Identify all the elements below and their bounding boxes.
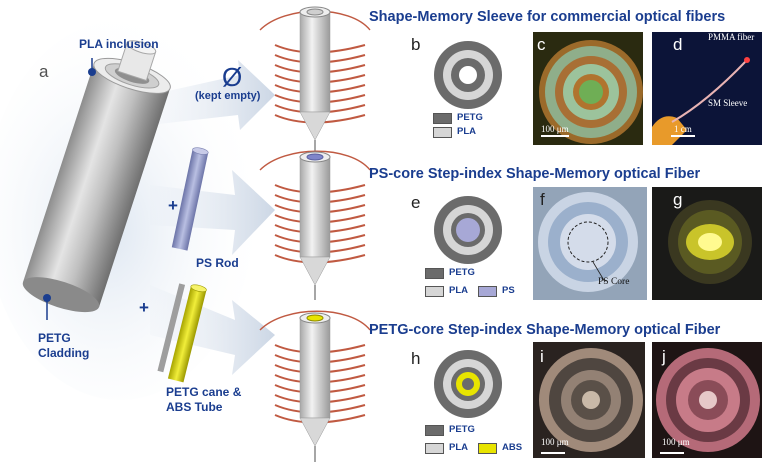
cross-section-b bbox=[434, 41, 502, 109]
panel-j-letter: j bbox=[662, 347, 666, 366]
panel-h-letter: h bbox=[411, 349, 421, 368]
legend-b-petg-swatch bbox=[433, 113, 452, 124]
legend-h-pla: PLA bbox=[449, 442, 468, 453]
panel-f-letter: f bbox=[540, 190, 545, 209]
panel-e-letter: e bbox=[411, 193, 421, 212]
photo-f bbox=[533, 187, 647, 300]
empty-caption: (kept empty) bbox=[195, 90, 261, 102]
row3-title: PETG-core Step-index Shape-Memory optica… bbox=[369, 322, 721, 338]
preform-illustration bbox=[0, 20, 275, 400]
panel-b-letter: b bbox=[411, 35, 421, 54]
d-fiber-label: PMMA fiber bbox=[708, 32, 755, 42]
tower-3 bbox=[259, 310, 371, 462]
legend-e-ps-swatch bbox=[478, 286, 497, 297]
photo-d bbox=[652, 32, 762, 145]
tower-2 bbox=[259, 150, 371, 300]
micrograph-j bbox=[652, 342, 762, 458]
micrograph-c bbox=[533, 32, 643, 145]
legend-e-pla: PLA bbox=[449, 285, 468, 296]
scale-bar-j bbox=[660, 452, 684, 454]
legend-h-abs-swatch bbox=[478, 443, 497, 454]
legend-b-pla-swatch bbox=[433, 127, 452, 138]
d-sleeve-label: SM Sleeve bbox=[708, 98, 748, 108]
petg-label-1: PETG bbox=[38, 331, 71, 345]
legend-b-petg: PETG bbox=[457, 112, 483, 123]
panel-d-letter: d bbox=[673, 35, 683, 54]
scale-bar-i bbox=[541, 452, 565, 454]
micrograph-i bbox=[533, 342, 645, 458]
photo-g bbox=[652, 187, 762, 300]
row1-title: Shape-Memory Sleeve for commercial optic… bbox=[369, 9, 726, 25]
scale-i-label: 100 μm bbox=[541, 437, 569, 447]
legend-e-petg-swatch bbox=[425, 268, 444, 279]
scale-d-label: 1 cm bbox=[674, 124, 692, 134]
plus-sign-1: + bbox=[168, 196, 178, 215]
ps-rod-label: PS Rod bbox=[196, 256, 239, 270]
cross-section-h bbox=[434, 350, 502, 418]
empty-symbol: Ø bbox=[222, 62, 243, 92]
legend-h-abs: ABS bbox=[502, 442, 523, 453]
scale-j-label: 100 μm bbox=[662, 437, 690, 447]
scale-c-label: 100 μm bbox=[541, 124, 569, 134]
legend-e-pla-swatch bbox=[425, 286, 444, 297]
legend-h-pla-swatch bbox=[425, 443, 444, 454]
legend-h-petg-swatch bbox=[425, 425, 444, 436]
pla-inclusion-label: PLA inclusion bbox=[79, 37, 159, 51]
cane-label-1: PETG cane & bbox=[166, 385, 242, 399]
cane-label-2: ABS Tube bbox=[166, 400, 223, 414]
legend-h-petg: PETG bbox=[449, 424, 475, 435]
panel-c-letter: c bbox=[537, 35, 546, 54]
f-ps-core-label: PS Core bbox=[598, 277, 630, 287]
panel-g-letter: g bbox=[673, 190, 683, 209]
scale-bar-c bbox=[541, 135, 569, 137]
draw-towers bbox=[259, 6, 371, 462]
plus-sign-2: + bbox=[139, 298, 149, 317]
cross-section-e bbox=[434, 196, 502, 264]
legend-b-pla: PLA bbox=[457, 126, 476, 137]
panel-i-letter: i bbox=[540, 347, 544, 366]
legend-e-petg: PETG bbox=[449, 267, 475, 278]
row2-title: PS-core Step-index Shape-Memory optical … bbox=[369, 166, 701, 182]
legend-e-ps: PS bbox=[502, 285, 515, 296]
petg-label-2: Cladding bbox=[38, 346, 90, 360]
scale-bar-d bbox=[671, 135, 695, 137]
tower-1 bbox=[259, 6, 371, 155]
